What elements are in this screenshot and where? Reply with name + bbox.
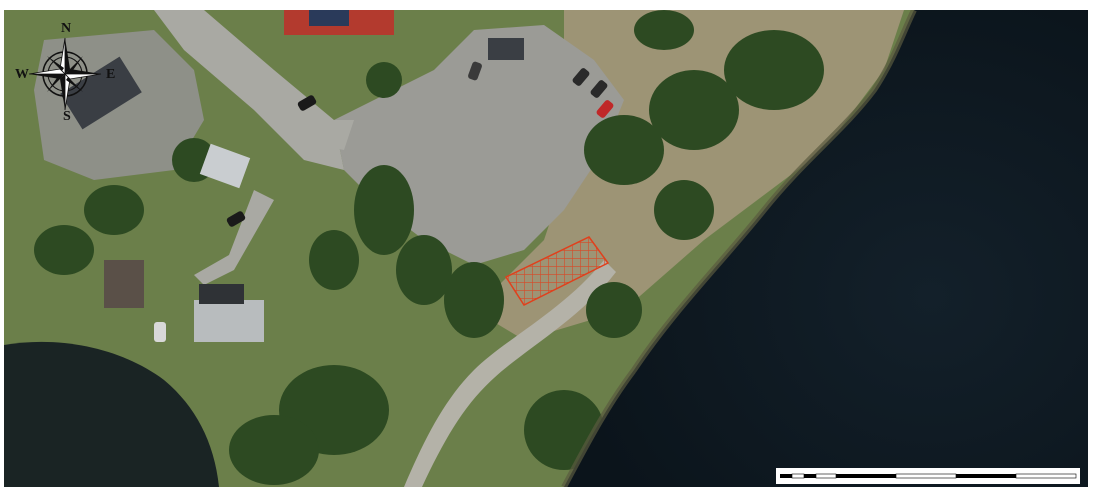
satellite-map [4, 10, 1088, 487]
compass-rose-icon [28, 37, 102, 111]
parked-cars [154, 61, 614, 342]
tree-cover [34, 10, 824, 485]
main-road [154, 10, 344, 170]
driveway [194, 190, 274, 285]
compass-west-label: W [15, 67, 29, 82]
highlighted-area[interactable] [504, 236, 610, 306]
scale-bar [776, 468, 1080, 484]
building-dark-1 [60, 56, 142, 130]
buildings [60, 10, 524, 342]
compass-north-label: N [61, 21, 72, 36]
building-light-2 [194, 300, 264, 342]
lake-east [564, 10, 1088, 487]
compass-east-label: E [106, 67, 116, 82]
building-shed [104, 260, 144, 308]
map-view[interactable]: N S W E [4, 10, 1088, 487]
lake-shoreline [561, 10, 917, 487]
lake-west [4, 341, 219, 487]
compass-rose: N S W E [12, 20, 115, 124]
scale-bar-graphic [776, 468, 1080, 484]
footpath [404, 260, 616, 487]
kiosk [488, 38, 524, 60]
road-branch [294, 120, 354, 150]
building-light-1 [199, 143, 251, 189]
compass-south-label: S [63, 109, 71, 124]
